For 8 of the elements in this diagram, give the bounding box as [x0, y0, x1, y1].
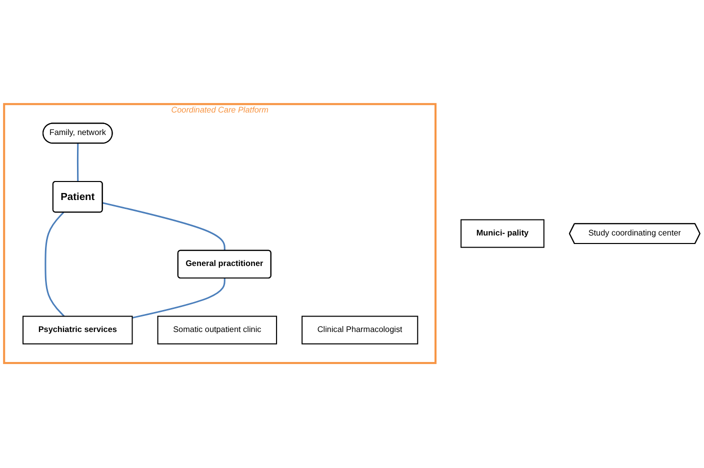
connector — [102, 202, 226, 252]
connector — [132, 278, 226, 320]
connector — [44, 212, 65, 318]
node-box: Somatic outpatient clinic — [157, 316, 278, 345]
connector — [76, 144, 79, 182]
node-box: Munici- pality — [460, 220, 544, 248]
node-box: Psychiatric services — [22, 316, 133, 345]
node-box: Clinical Pharmacologist — [302, 316, 418, 345]
